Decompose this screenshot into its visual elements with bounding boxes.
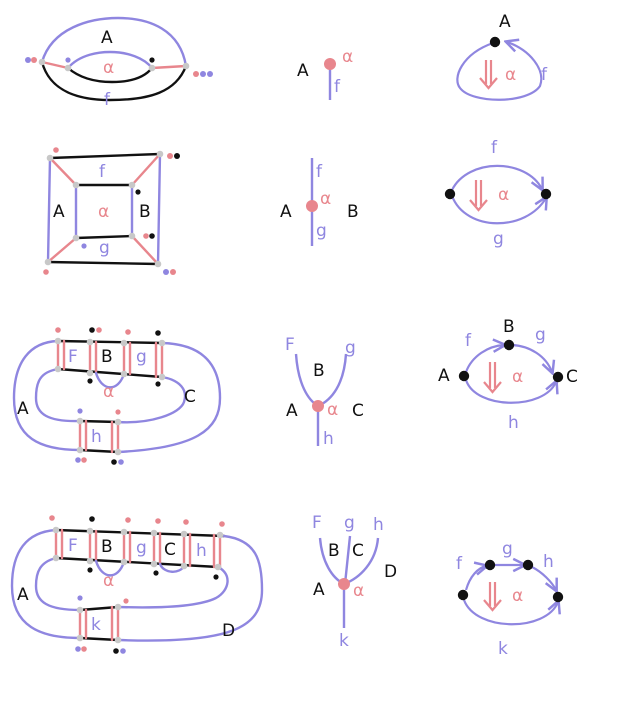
row4-surface-label-k: k	[91, 615, 101, 635]
row2-surface-label-bottom: g	[99, 238, 110, 258]
row4-surface-label-h: h	[196, 541, 207, 561]
row2-surface-diagram	[43, 147, 180, 275]
row-3: F B g α A C h F g B A α C h B	[12, 317, 578, 465]
row3-globe-label-g: g	[535, 325, 546, 345]
row2-string-diagram	[306, 158, 318, 246]
row3-surface-label-h: h	[91, 427, 102, 447]
row3-surface-label-g: g	[136, 347, 147, 367]
row3-string-diagram	[294, 353, 348, 446]
row3-surface-diagram	[12, 327, 222, 465]
row4-globe-label-k: k	[498, 639, 508, 659]
row3-string-label-a: A	[286, 401, 298, 421]
row3-surface-label-b: B	[101, 347, 113, 367]
row1-string-diagram	[324, 58, 336, 100]
row4-globe-label-h: h	[543, 552, 554, 572]
row1-globe-label-arrow: f	[541, 65, 548, 85]
row2-string-label-cell: α	[320, 189, 331, 209]
row1-surface-diagram	[25, 16, 213, 102]
row2-globe-diagram	[444, 164, 552, 225]
row4-surface-label-a: A	[17, 585, 29, 605]
row3-globe-label-a: A	[438, 366, 450, 386]
row1-string-label-cell: α	[342, 47, 353, 67]
row4-string-label-h: h	[373, 515, 384, 535]
row2-surface-label-right: B	[139, 202, 151, 222]
row2-string-label-left: A	[280, 202, 292, 222]
row3-surface-label-f: F	[68, 347, 78, 367]
row1-surface-label-cell: α	[103, 58, 114, 78]
row3-globe-diagram	[458, 340, 564, 404]
row2-string-label-wire-bottom: g	[316, 221, 327, 241]
row-4: F B g C h α A k D F g h B C D A α k	[10, 513, 564, 659]
row4-string-label-a: A	[313, 580, 325, 600]
row-1: A α f A α f A α f	[25, 12, 548, 110]
row3-string-label-g: g	[345, 338, 356, 358]
row3-string-label-cell: α	[327, 400, 338, 420]
row4-string-label-g: g	[344, 513, 355, 533]
row1-surface-label-edge: f	[104, 90, 111, 110]
row4-string-label-f: F	[312, 513, 322, 533]
row4-surface-label-d: D	[222, 621, 235, 641]
row4-surface-label-f: F	[68, 536, 78, 556]
row4-string-label-c: C	[352, 541, 364, 561]
row1-globe-label-node: A	[499, 12, 511, 32]
row4-string-diagram	[318, 535, 380, 628]
row2-string-label-right: B	[347, 202, 359, 222]
row1-surface-label-outer: A	[101, 28, 113, 48]
row2-surface-label-cell: α	[98, 202, 109, 222]
row2-globe-label-top: f	[491, 138, 498, 158]
row3-surface-label-cell: α	[103, 382, 114, 402]
row4-surface-diagram	[10, 515, 264, 654]
row1-string-label-wire: f	[334, 77, 341, 97]
row4-string-label-b: B	[328, 541, 340, 561]
row3-string-label-b: B	[313, 361, 325, 381]
row2-globe-label-cell: α	[498, 185, 509, 205]
row4-globe-label-g: g	[502, 539, 513, 559]
row2-globe-label-bottom: g	[493, 229, 504, 249]
row3-globe-label-b: B	[503, 317, 515, 337]
row4-globe-label-f: f	[456, 554, 463, 574]
row1-globe-label-cell: α	[505, 65, 516, 85]
row2-surface-label-left: A	[53, 202, 65, 222]
row3-globe-label-c: C	[566, 367, 578, 387]
row4-surface-label-g: g	[136, 538, 147, 558]
row3-string-label-c: C	[352, 401, 364, 421]
row4-string-label-d: D	[384, 562, 397, 582]
row3-surface-label-c: C	[184, 387, 196, 407]
row4-surface-label-cell: α	[103, 571, 114, 591]
row3-string-label-f: F	[285, 335, 295, 355]
row4-globe-label-cell: α	[512, 586, 523, 606]
row4-string-label-cell: α	[353, 581, 364, 601]
row4-surface-label-c: C	[164, 540, 176, 560]
row4-string-label-k: k	[339, 631, 349, 651]
row1-globe-diagram	[456, 36, 543, 101]
row3-string-label-h: h	[323, 429, 334, 449]
row3-globe-label-h: h	[508, 413, 519, 433]
row2-string-label-wire-top: f	[316, 162, 323, 182]
row3-globe-label-f: f	[465, 331, 472, 351]
row2-surface-label-top: f	[99, 162, 106, 182]
row-2: f A α B g f A α B g f α g	[43, 138, 552, 275]
row3-surface-label-a: A	[17, 399, 29, 419]
row3-globe-label-cell: α	[512, 367, 523, 387]
row4-globe-diagram	[457, 560, 564, 626]
row4-surface-label-b: B	[101, 537, 113, 557]
row1-string-label-region: A	[297, 61, 309, 81]
